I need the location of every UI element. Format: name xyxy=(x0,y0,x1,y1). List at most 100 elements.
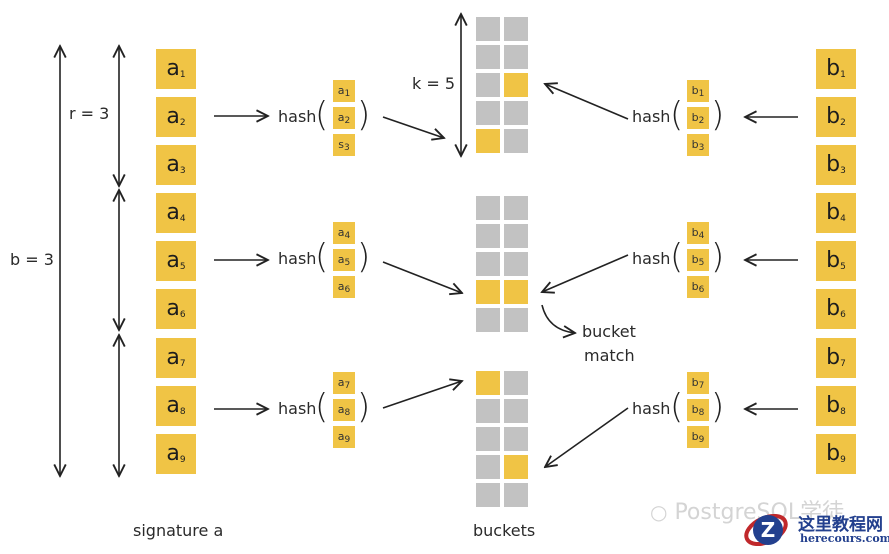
signature-b-cell: b7 xyxy=(816,338,856,378)
open-paren: ( xyxy=(670,95,684,135)
bucket-empty xyxy=(504,17,528,41)
hash-a-label: hash xyxy=(278,107,317,126)
hash-a-input: s3 xyxy=(333,134,355,156)
close-paren: ) xyxy=(711,387,725,427)
hash-a-input: a6 xyxy=(333,276,355,298)
close-paren: ) xyxy=(357,237,371,277)
bucket-empty xyxy=(504,101,528,125)
hash-a1-to-bucket xyxy=(382,116,444,138)
signature-a-cell: a6 xyxy=(156,289,196,329)
hash-a-input: a4 xyxy=(333,222,355,244)
bucket-hit xyxy=(504,73,528,97)
bucket-empty xyxy=(504,196,528,220)
bucket-match-arrow xyxy=(541,304,575,333)
hash-a2-to-bucket xyxy=(382,261,462,293)
hash-b-label: hash xyxy=(632,107,671,126)
hash-a-input: a8 xyxy=(333,399,355,421)
svg-text:Z: Z xyxy=(761,518,776,542)
signature-a-cell: a1 xyxy=(156,49,196,89)
signature-b-cell-label: b8 xyxy=(826,393,846,418)
open-paren: ( xyxy=(315,237,329,277)
bucket-empty xyxy=(476,196,500,220)
bucket-hit xyxy=(476,129,500,153)
bucket-empty xyxy=(504,224,528,248)
signature-b-cell: b8 xyxy=(816,386,856,426)
bucket-empty xyxy=(504,129,528,153)
signature-b-cell-label: b6 xyxy=(826,296,846,321)
r-param-label: r = 3 xyxy=(69,104,110,123)
hash-a-label: hash xyxy=(278,399,317,418)
hash-b-input: b6 xyxy=(687,276,709,298)
bucket-match-label-2: match xyxy=(584,346,635,365)
bucket-hit xyxy=(504,455,528,479)
bucket-empty xyxy=(476,73,500,97)
signature-a-cell: a2 xyxy=(156,97,196,137)
bucket-empty xyxy=(504,399,528,423)
wechat-icon: ○ xyxy=(650,500,668,524)
hash-b-input: b5 xyxy=(687,249,709,271)
open-paren: ( xyxy=(315,387,329,427)
hash-b-label: hash xyxy=(632,249,671,268)
hash-a-input: a2 xyxy=(333,107,355,129)
bucket-match-label-1: bucket xyxy=(582,322,636,341)
hash-b-label: hash xyxy=(632,399,671,418)
signature-a-cell-label: a4 xyxy=(166,200,186,225)
signature-a-cell-label: a9 xyxy=(166,441,186,466)
hash-b-input: b3 xyxy=(687,134,709,156)
hash-b-input: b1 xyxy=(687,80,709,102)
signature-a-cell: a3 xyxy=(156,145,196,185)
signature-a-cell-label: a5 xyxy=(166,248,186,273)
hash-b2-to-bucket xyxy=(542,254,629,292)
signature-b-cell-label: b3 xyxy=(826,152,846,177)
bucket-empty xyxy=(476,399,500,423)
bucket-empty xyxy=(476,427,500,451)
signature-b-cell: b6 xyxy=(816,289,856,329)
signature-a-cell: a4 xyxy=(156,193,196,233)
signature-b-cell: b9 xyxy=(816,434,856,474)
close-paren: ) xyxy=(711,95,725,135)
signature-a-cell-label: a3 xyxy=(166,152,186,177)
hash-b-input: b7 xyxy=(687,372,709,394)
k-param-label: k = 5 xyxy=(412,74,456,93)
signature-b-cell-label: b9 xyxy=(826,441,846,466)
signature-a-caption: signature a xyxy=(133,521,224,540)
bucket-empty xyxy=(476,45,500,69)
signature-a-cell: a7 xyxy=(156,338,196,378)
signature-a-cell-label: a8 xyxy=(166,393,186,418)
close-paren: ) xyxy=(711,237,725,277)
signature-a-cell-label: a6 xyxy=(166,296,186,321)
signature-b-cell-label: b1 xyxy=(826,56,846,81)
bucket-empty xyxy=(504,252,528,276)
hash-a-input: a1 xyxy=(333,80,355,102)
open-paren: ( xyxy=(315,95,329,135)
signature-a-cell-label: a2 xyxy=(166,104,186,129)
signature-b-cell: b2 xyxy=(816,97,856,137)
signature-a-cell: a8 xyxy=(156,386,196,426)
signature-b-cell: b5 xyxy=(816,241,856,281)
hash-a-input: a7 xyxy=(333,372,355,394)
hash-a-label: hash xyxy=(278,249,317,268)
site-name: 这里教程网 xyxy=(798,515,883,535)
signature-b-cell-label: b4 xyxy=(826,200,846,225)
bucket-empty xyxy=(476,483,500,507)
bucket-empty xyxy=(476,455,500,479)
bucket-empty xyxy=(504,308,528,332)
bucket-empty xyxy=(504,45,528,69)
bucket-empty xyxy=(476,224,500,248)
hash-b-input: b4 xyxy=(687,222,709,244)
bucket-hit xyxy=(504,280,528,304)
signature-a-cell-label: a7 xyxy=(166,345,186,370)
hash-b-input: b2 xyxy=(687,107,709,129)
hash-a3-to-bucket xyxy=(382,381,462,409)
close-paren: ) xyxy=(357,387,371,427)
bucket-empty xyxy=(504,371,528,395)
b-param-label: b = 3 xyxy=(10,250,54,269)
bucket-empty xyxy=(476,252,500,276)
signature-a-cell: a9 xyxy=(156,434,196,474)
signature-b-cell: b4 xyxy=(816,193,856,233)
signature-b-cell: b3 xyxy=(816,145,856,185)
bucket-empty xyxy=(476,101,500,125)
hash-a-input: a9 xyxy=(333,426,355,448)
